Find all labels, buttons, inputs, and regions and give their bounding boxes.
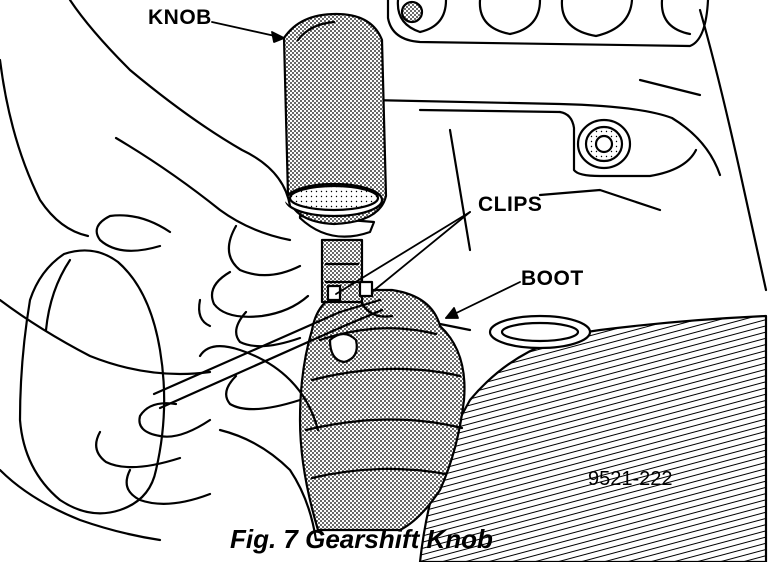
figure-caption: Fig. 7 Gearshift Knob bbox=[230, 524, 493, 554]
console-switch-icon bbox=[576, 118, 632, 170]
right-hand bbox=[0, 298, 358, 542]
knob-label: KNOB bbox=[148, 6, 212, 29]
figure-code: 9521-222 bbox=[588, 468, 673, 490]
dashboard-gauges bbox=[386, 0, 710, 48]
leader-lines bbox=[211, 21, 521, 319]
center-console bbox=[368, 8, 768, 292]
clips-label: CLIPS bbox=[478, 193, 543, 216]
clips bbox=[326, 280, 374, 302]
boot-label: BOOT bbox=[521, 267, 584, 290]
gearshift-knob bbox=[282, 12, 388, 226]
left-hand bbox=[0, 0, 310, 348]
